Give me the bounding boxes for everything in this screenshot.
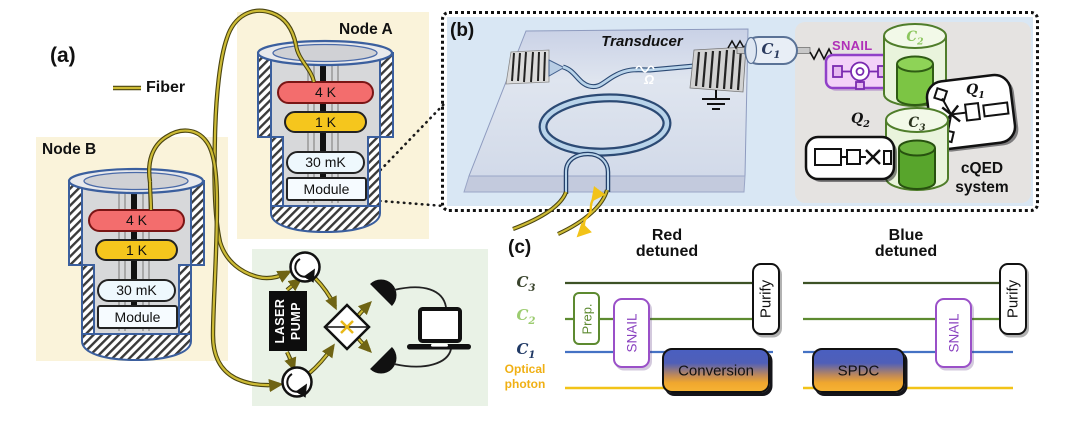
panel-a-label: (a) bbox=[50, 44, 76, 67]
lane-label-c3: C3 bbox=[516, 273, 536, 294]
node-b-stage-30mk: 30 mK bbox=[116, 282, 157, 298]
node-b-fiber bbox=[147, 128, 284, 393]
panel-b-label: (b) bbox=[450, 20, 475, 41]
detector-wires bbox=[393, 286, 452, 368]
racetrack-resonator bbox=[538, 93, 672, 157]
cavity-c1-label: C1 bbox=[761, 40, 781, 61]
gate-spdc: SPDC bbox=[812, 348, 905, 393]
node-b-stage-1k: 1 K bbox=[125, 242, 147, 258]
node-b-title: Node B bbox=[42, 141, 97, 158]
qubit-q2-box bbox=[804, 135, 897, 182]
idt-left bbox=[505, 49, 566, 85]
red-detuned-title: Red detuned bbox=[635, 227, 699, 260]
cavity-c3-label: C3 bbox=[908, 115, 926, 134]
coupling-spring bbox=[809, 47, 834, 61]
idt-right bbox=[689, 39, 749, 93]
gate-purify-red: Purify bbox=[752, 263, 780, 335]
fiber-legend-label: Fiber bbox=[146, 79, 186, 96]
photon-detector-bottom bbox=[370, 347, 403, 380]
qubit-q1-box bbox=[925, 73, 1019, 152]
node-a-cryostat bbox=[256, 39, 395, 234]
beamsplitter bbox=[323, 303, 371, 351]
ground-symbol bbox=[702, 90, 730, 110]
gate-conversion: Conversion bbox=[662, 348, 770, 393]
node-b-stage-4k: 4 K bbox=[125, 212, 147, 228]
node-a-stage-4k: 4 K bbox=[314, 84, 336, 100]
cqed-system-label: cQED system bbox=[955, 160, 1009, 196]
node-a-stage-30mk: 30 mK bbox=[305, 154, 346, 170]
output-fibers bbox=[512, 189, 610, 236]
blue-detuned-title: Blue detuned bbox=[874, 227, 938, 260]
lane-label-c2: C2 bbox=[516, 306, 536, 327]
gate-snail-blue: SNAIL bbox=[935, 298, 972, 368]
gate-purify-blue: Purify bbox=[999, 263, 1027, 335]
photon-arrow bbox=[576, 186, 606, 238]
node-a-title: Node A bbox=[339, 21, 393, 38]
transducer-title: Transducer bbox=[601, 33, 683, 50]
node-b-stage-module: Module bbox=[114, 309, 161, 325]
qubit-q2-label: Q2 bbox=[851, 111, 870, 130]
lane-label-optical: Optical photon bbox=[504, 362, 546, 391]
cavity-c2-label: C2 bbox=[906, 29, 924, 48]
node-a-fiber bbox=[212, 8, 299, 283]
internal-fibers bbox=[147, 44, 317, 211]
circulator-bottom bbox=[281, 366, 313, 398]
panel-c-label: (c) bbox=[508, 237, 532, 258]
laser-pump-box: LASER PUMP bbox=[269, 291, 307, 351]
gate-snail-red: SNAIL bbox=[613, 298, 650, 368]
lane-label-c1: C1 bbox=[516, 340, 536, 361]
snail-label: SNAIL bbox=[832, 38, 873, 53]
panel-b-dashed-border bbox=[441, 11, 1039, 212]
omega-label: Ω bbox=[644, 72, 655, 87]
gate-prep: Prep. bbox=[573, 292, 600, 345]
circulator-top bbox=[289, 251, 321, 283]
laptop-icon bbox=[407, 307, 471, 350]
cavity-c3-cylinder bbox=[885, 107, 949, 191]
node-a-stage-module: Module bbox=[303, 181, 350, 197]
cavity-c1 bbox=[736, 36, 811, 65]
laser-pump-label: LASER PUMP bbox=[273, 298, 303, 344]
waveguide bbox=[562, 63, 695, 90]
node-a-stage-1k: 1 K bbox=[314, 114, 336, 130]
node-b-cryostat bbox=[67, 167, 206, 362]
output-coupler bbox=[563, 151, 611, 194]
qubit-q1-label: Q1 bbox=[966, 82, 985, 101]
